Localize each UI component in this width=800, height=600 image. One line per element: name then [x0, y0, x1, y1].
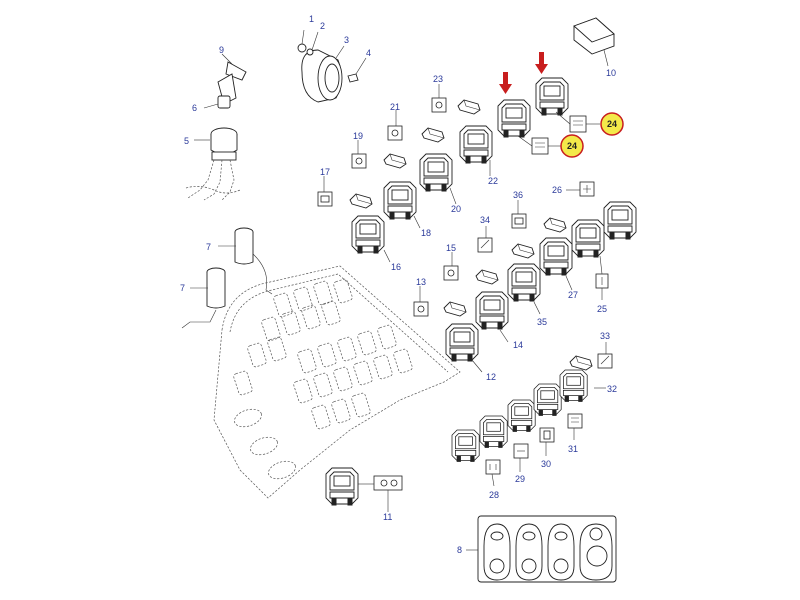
switch-20-body — [419, 153, 453, 192]
switch-22-body — [459, 125, 493, 164]
lower-switch-symbols — [485, 342, 613, 487]
callout-23: 23 — [433, 74, 443, 84]
callout-25: 25 — [597, 304, 607, 314]
callout-26: 26 — [552, 185, 562, 195]
callout-labels: 1 2 3 4 5 6 7 7 8 9 10 11 12 13 14 15 16… — [180, 14, 617, 555]
switch-25-symbol — [595, 255, 609, 300]
switch-23-cap — [431, 84, 481, 115]
callout-1: 1 — [309, 14, 314, 24]
callout-35: 35 — [537, 317, 547, 327]
callout-36: 36 — [513, 190, 523, 200]
callout-2: 2 — [320, 21, 325, 31]
callout-32: 32 — [607, 384, 617, 394]
switch-13-cap — [413, 286, 467, 317]
callout-10: 10 — [606, 68, 616, 78]
callout-30: 30 — [541, 459, 551, 469]
key-switch — [203, 53, 247, 109]
highlight-callout-24-upper: 24 — [600, 112, 624, 136]
callout-31: 31 — [568, 444, 578, 454]
callout-8: 8 — [457, 545, 462, 555]
lens-panel-8 — [466, 515, 617, 583]
switch-14-body — [475, 291, 509, 330]
callout-21: 21 — [390, 102, 400, 112]
switch-15-cap — [443, 252, 499, 285]
callout-19: 19 — [353, 131, 363, 141]
switch-27-body — [539, 237, 573, 276]
switch-console — [213, 265, 461, 499]
callout-3: 3 — [344, 35, 349, 45]
switch-35-body — [507, 263, 541, 302]
callout-29: 29 — [515, 474, 525, 484]
callout-7-upper: 7 — [206, 242, 211, 252]
switch-10-blank — [573, 17, 615, 67]
power-socket-lower — [181, 267, 226, 329]
callout-27: 27 — [568, 290, 578, 300]
callout-9: 9 — [219, 45, 224, 55]
switch-30-body — [507, 399, 536, 432]
switch-31-body — [533, 383, 562, 416]
callout-7-lower: 7 — [180, 283, 185, 293]
highlight-callout-24-lower: 24 — [560, 134, 584, 158]
switch-12-body — [445, 323, 479, 362]
switch-34-cap — [477, 226, 535, 259]
red-arrow-right — [535, 52, 548, 74]
switch-21-cap — [387, 110, 445, 143]
callout-33: 33 — [600, 331, 610, 341]
switch-36-cap — [511, 200, 567, 233]
callout-4: 4 — [366, 48, 371, 58]
callout-20: 20 — [451, 204, 461, 214]
switch-18-body — [383, 181, 417, 220]
switch-26-symbol — [566, 181, 595, 197]
callout-12: 12 — [486, 372, 496, 382]
callout-13: 13 — [416, 277, 426, 287]
power-socket-upper — [218, 227, 273, 295]
callout-34: 34 — [480, 215, 490, 225]
switch-24a-body — [497, 99, 531, 138]
work-lamp — [297, 29, 367, 103]
callout-24-upper: 24 — [607, 119, 617, 129]
switch-24b-body — [535, 77, 569, 116]
callout-14: 14 — [513, 340, 523, 350]
callout-15: 15 — [446, 243, 456, 253]
ignition-switch — [185, 127, 241, 201]
callout-22: 22 — [488, 176, 498, 186]
callout-6: 6 — [192, 103, 197, 113]
switch-25-body — [571, 219, 605, 258]
switch-33-cap — [569, 355, 593, 371]
switch-19-cap — [351, 140, 407, 169]
switch-11 — [325, 467, 403, 512]
red-arrow-left — [499, 72, 512, 94]
callout-11: 11 — [383, 512, 392, 522]
switch-26-body — [603, 201, 637, 240]
callout-28: 28 — [489, 490, 499, 500]
switch-17-cap — [317, 176, 373, 209]
switch-16-body — [351, 215, 385, 254]
switch-24-symbols — [517, 111, 600, 155]
callout-17: 17 — [320, 167, 330, 177]
switch-32-body — [559, 369, 588, 402]
switch-29-body — [479, 415, 508, 448]
callout-5: 5 — [184, 136, 189, 146]
callout-24-lower: 24 — [567, 141, 577, 151]
callout-18: 18 — [421, 228, 431, 238]
callout-16: 16 — [391, 262, 401, 272]
switch-28-body — [451, 429, 480, 462]
